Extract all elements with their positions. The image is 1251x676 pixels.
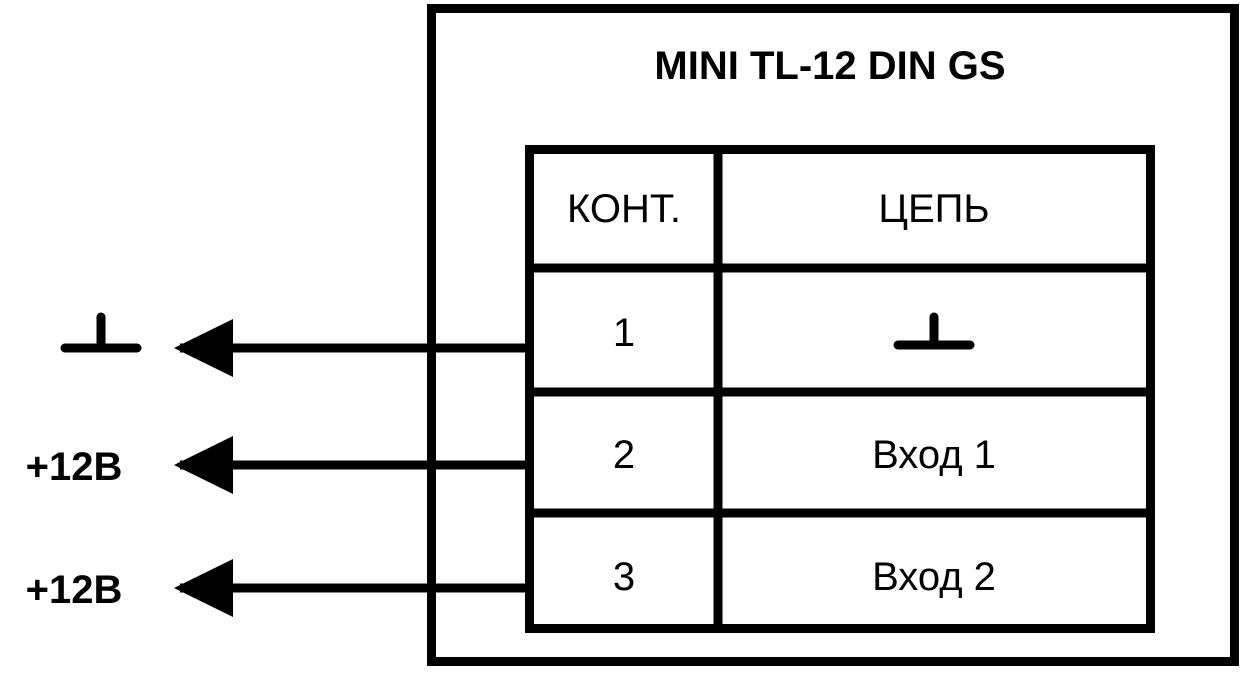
ground-symbol-terminal-1 — [60, 312, 142, 353]
pin-table-cell-pin-2: 2 — [613, 433, 635, 477]
pin-table-cell-circuit-3: Вход 2 — [872, 555, 996, 599]
arrow-head-pin-1 — [174, 319, 233, 377]
pin-table-cell-pin-1: 1 — [613, 311, 635, 355]
terminal-label-3: +12В — [26, 568, 123, 612]
arrow-head-pin-3 — [174, 559, 233, 617]
pin-table-cell-circuit-2: Вход 1 — [872, 433, 996, 477]
pin-table-header-circuit: ЦЕПЬ — [878, 187, 989, 231]
arrow-head-pin-2 — [174, 436, 233, 494]
device-enclosure-box — [427, 4, 1239, 666]
terminal-label-2: +12В — [26, 445, 123, 489]
ground-symbol-cell-row-1 — [893, 312, 975, 350]
device-title: MINI TL-12 DIN GS — [654, 44, 1005, 88]
pin-table-cell-pin-3: 3 — [613, 555, 635, 599]
pin-table-header-pin: КОНТ. — [567, 187, 681, 231]
